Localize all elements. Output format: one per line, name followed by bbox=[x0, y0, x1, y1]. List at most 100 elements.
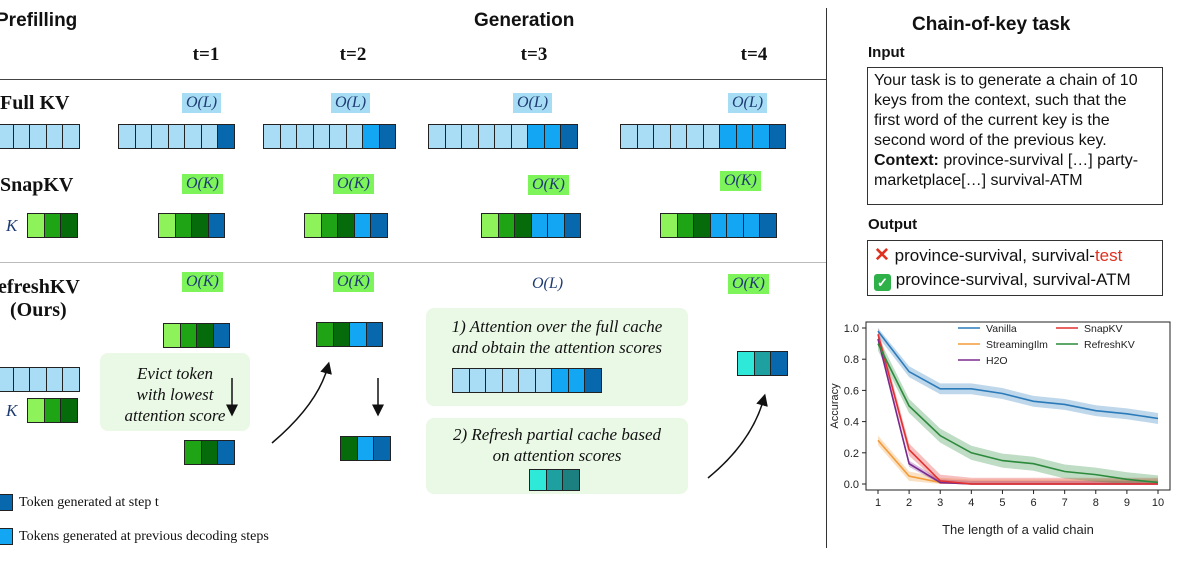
y-tick-label: 0.4 bbox=[844, 417, 859, 429]
series-line-refreshkv bbox=[877, 343, 1159, 484]
x-tick-label: 9 bbox=[1124, 497, 1130, 509]
x-tick-label: 3 bbox=[937, 497, 943, 509]
cache-full-t4 bbox=[620, 124, 786, 149]
cache-refresh-t1-evicted bbox=[184, 440, 235, 465]
x-tick-label: 10 bbox=[1152, 497, 1164, 509]
context-text: province-survival […] party-marketplace[… bbox=[874, 152, 1139, 189]
refresh-text: 2) Refresh partial cache based on attent… bbox=[426, 424, 688, 466]
output-right: ✓ province-survival, survival-ATM bbox=[874, 268, 1156, 292]
attention-line-1: 1) Attention over the full cache bbox=[451, 317, 663, 336]
complexity-refresh-t3: O(L) bbox=[532, 275, 564, 292]
row-label-full-kv: Full KV bbox=[0, 92, 70, 114]
complexity-snap-t1: O(K) bbox=[182, 174, 223, 194]
refresh-line-1: 2) Refresh partial cache based bbox=[452, 425, 662, 444]
row-divider bbox=[0, 262, 826, 263]
legend-label-streamingilm: StreamingIlm bbox=[986, 339, 1048, 351]
timestep-1: t=1 bbox=[192, 44, 220, 65]
legend-label-snapkv: SnapKV bbox=[1084, 323, 1123, 335]
output-wrong-highlight: test bbox=[1094, 246, 1123, 265]
complexity-full-t4: O(L) bbox=[728, 93, 768, 113]
cache-refresh-t3-full bbox=[452, 368, 602, 393]
cache-refresh-t4 bbox=[737, 351, 788, 376]
plot-frame bbox=[865, 321, 1171, 491]
curve-arrow-t1-t2 bbox=[271, 361, 332, 444]
output-label: Output bbox=[868, 216, 918, 233]
context-label: Context: bbox=[874, 152, 939, 169]
series-line-vanilla bbox=[877, 330, 1159, 420]
curve-arrow-t3-t4 bbox=[707, 393, 768, 479]
complexity-full-t1: O(L) bbox=[182, 93, 222, 113]
prefill-cache-snap bbox=[27, 213, 78, 238]
k-label-snap: K bbox=[6, 216, 18, 235]
timestep-2: t=2 bbox=[339, 44, 367, 65]
cache-full-t3 bbox=[428, 124, 578, 149]
prefill-cache-refresh-k bbox=[27, 398, 78, 423]
legend-label-refreshkv: RefreshKV bbox=[1084, 339, 1135, 351]
x-tick-label: 6 bbox=[1030, 497, 1036, 509]
complexity-full-t2: O(L) bbox=[331, 93, 371, 113]
attention-text: 1) Attention over the full cache and obt… bbox=[426, 316, 688, 358]
evict-box bbox=[100, 353, 250, 431]
row-label-snapkv: SnapKV bbox=[0, 174, 74, 196]
legend-swatch-previous bbox=[0, 528, 13, 545]
y-tick-label: 0.8 bbox=[844, 354, 859, 366]
legend-swatch-current bbox=[0, 494, 13, 511]
complexity-snap-t3: O(K) bbox=[528, 175, 569, 195]
y-tick-label: 0.2 bbox=[844, 448, 859, 460]
task-title: Chain-of-key task bbox=[912, 14, 1071, 35]
output-box: ✕ province-survival, survival-test ✓ pro… bbox=[867, 240, 1163, 296]
cache-snap-t2 bbox=[304, 213, 388, 238]
cache-snap-t4 bbox=[660, 213, 777, 238]
y-tick-label: 0.6 bbox=[844, 385, 859, 397]
refresh-line-2: on attention scores bbox=[492, 446, 622, 465]
cache-snap-t1 bbox=[158, 213, 225, 238]
cache-full-t2 bbox=[263, 124, 396, 149]
cache-snap-t3 bbox=[481, 213, 581, 238]
prefilling-title: Prefilling bbox=[0, 10, 78, 31]
complexity-refresh-t2: O(K) bbox=[333, 272, 374, 292]
generation-title: Generation bbox=[474, 10, 575, 31]
evict-line-3: attention score bbox=[124, 406, 226, 425]
complexity-refresh-t1: O(K) bbox=[182, 272, 223, 292]
refreshed-partial-cache bbox=[529, 469, 580, 491]
prefill-cache-full bbox=[0, 124, 80, 149]
legend-label-previous: Tokens generated at previous decoding st… bbox=[19, 529, 269, 544]
legend-label-current: Token generated at step t bbox=[19, 495, 159, 510]
complexity-snap-t4: O(K) bbox=[720, 171, 761, 191]
input-text: Your task is to generate a chain of 10 k… bbox=[874, 72, 1138, 149]
input-box: Your task is to generate a chain of 10 k… bbox=[867, 67, 1163, 205]
cache-refresh-t1 bbox=[163, 323, 230, 348]
legend-label-vanilla: Vanilla bbox=[986, 323, 1017, 335]
checkmark-icon: ✓ bbox=[874, 274, 891, 291]
cache-full-t1 bbox=[118, 124, 235, 149]
row-label-refreshkv-ours: (Ours) bbox=[10, 299, 67, 321]
evict-line-1: Evict token bbox=[137, 364, 213, 383]
cross-icon: ✕ bbox=[874, 245, 890, 266]
output-wrong-text: province-survival, survival- bbox=[894, 246, 1095, 265]
panel-divider bbox=[826, 8, 827, 548]
evict-text: Evict token with lowest attention score bbox=[100, 363, 250, 426]
y-tick-label: 1.0 bbox=[844, 323, 859, 335]
evict-line-2: with lowest bbox=[136, 385, 214, 404]
x-tick-label: 4 bbox=[968, 497, 974, 509]
x-tick-label: 1 bbox=[875, 497, 881, 509]
header-divider bbox=[0, 79, 826, 80]
x-tick-label: 8 bbox=[1093, 497, 1099, 509]
row-label-refreshkv: efreshKV bbox=[0, 276, 80, 298]
arrows-layer bbox=[226, 361, 768, 479]
y-tick-label: 0.0 bbox=[844, 479, 859, 491]
y-axis-label: Accuracy bbox=[830, 383, 841, 429]
prefill-cache-refresh-full bbox=[0, 367, 80, 392]
x-axis-label: The length of a valid chain bbox=[942, 522, 1094, 537]
complexity-refresh-t4: O(K) bbox=[728, 274, 769, 294]
x-tick-label: 2 bbox=[906, 497, 912, 509]
cache-refresh-t2 bbox=[316, 322, 383, 347]
output-wrong: ✕ province-survival, survival-test bbox=[874, 244, 1156, 268]
input-label: Input bbox=[868, 44, 905, 61]
series-line-snapkv bbox=[877, 334, 1158, 485]
complexity-snap-t2: O(K) bbox=[333, 174, 374, 194]
cache-refresh-t2-evicted bbox=[340, 436, 391, 461]
legend-label-h2o: H2O bbox=[986, 355, 1008, 367]
output-right-text: province-survival, survival-ATM bbox=[895, 270, 1131, 289]
